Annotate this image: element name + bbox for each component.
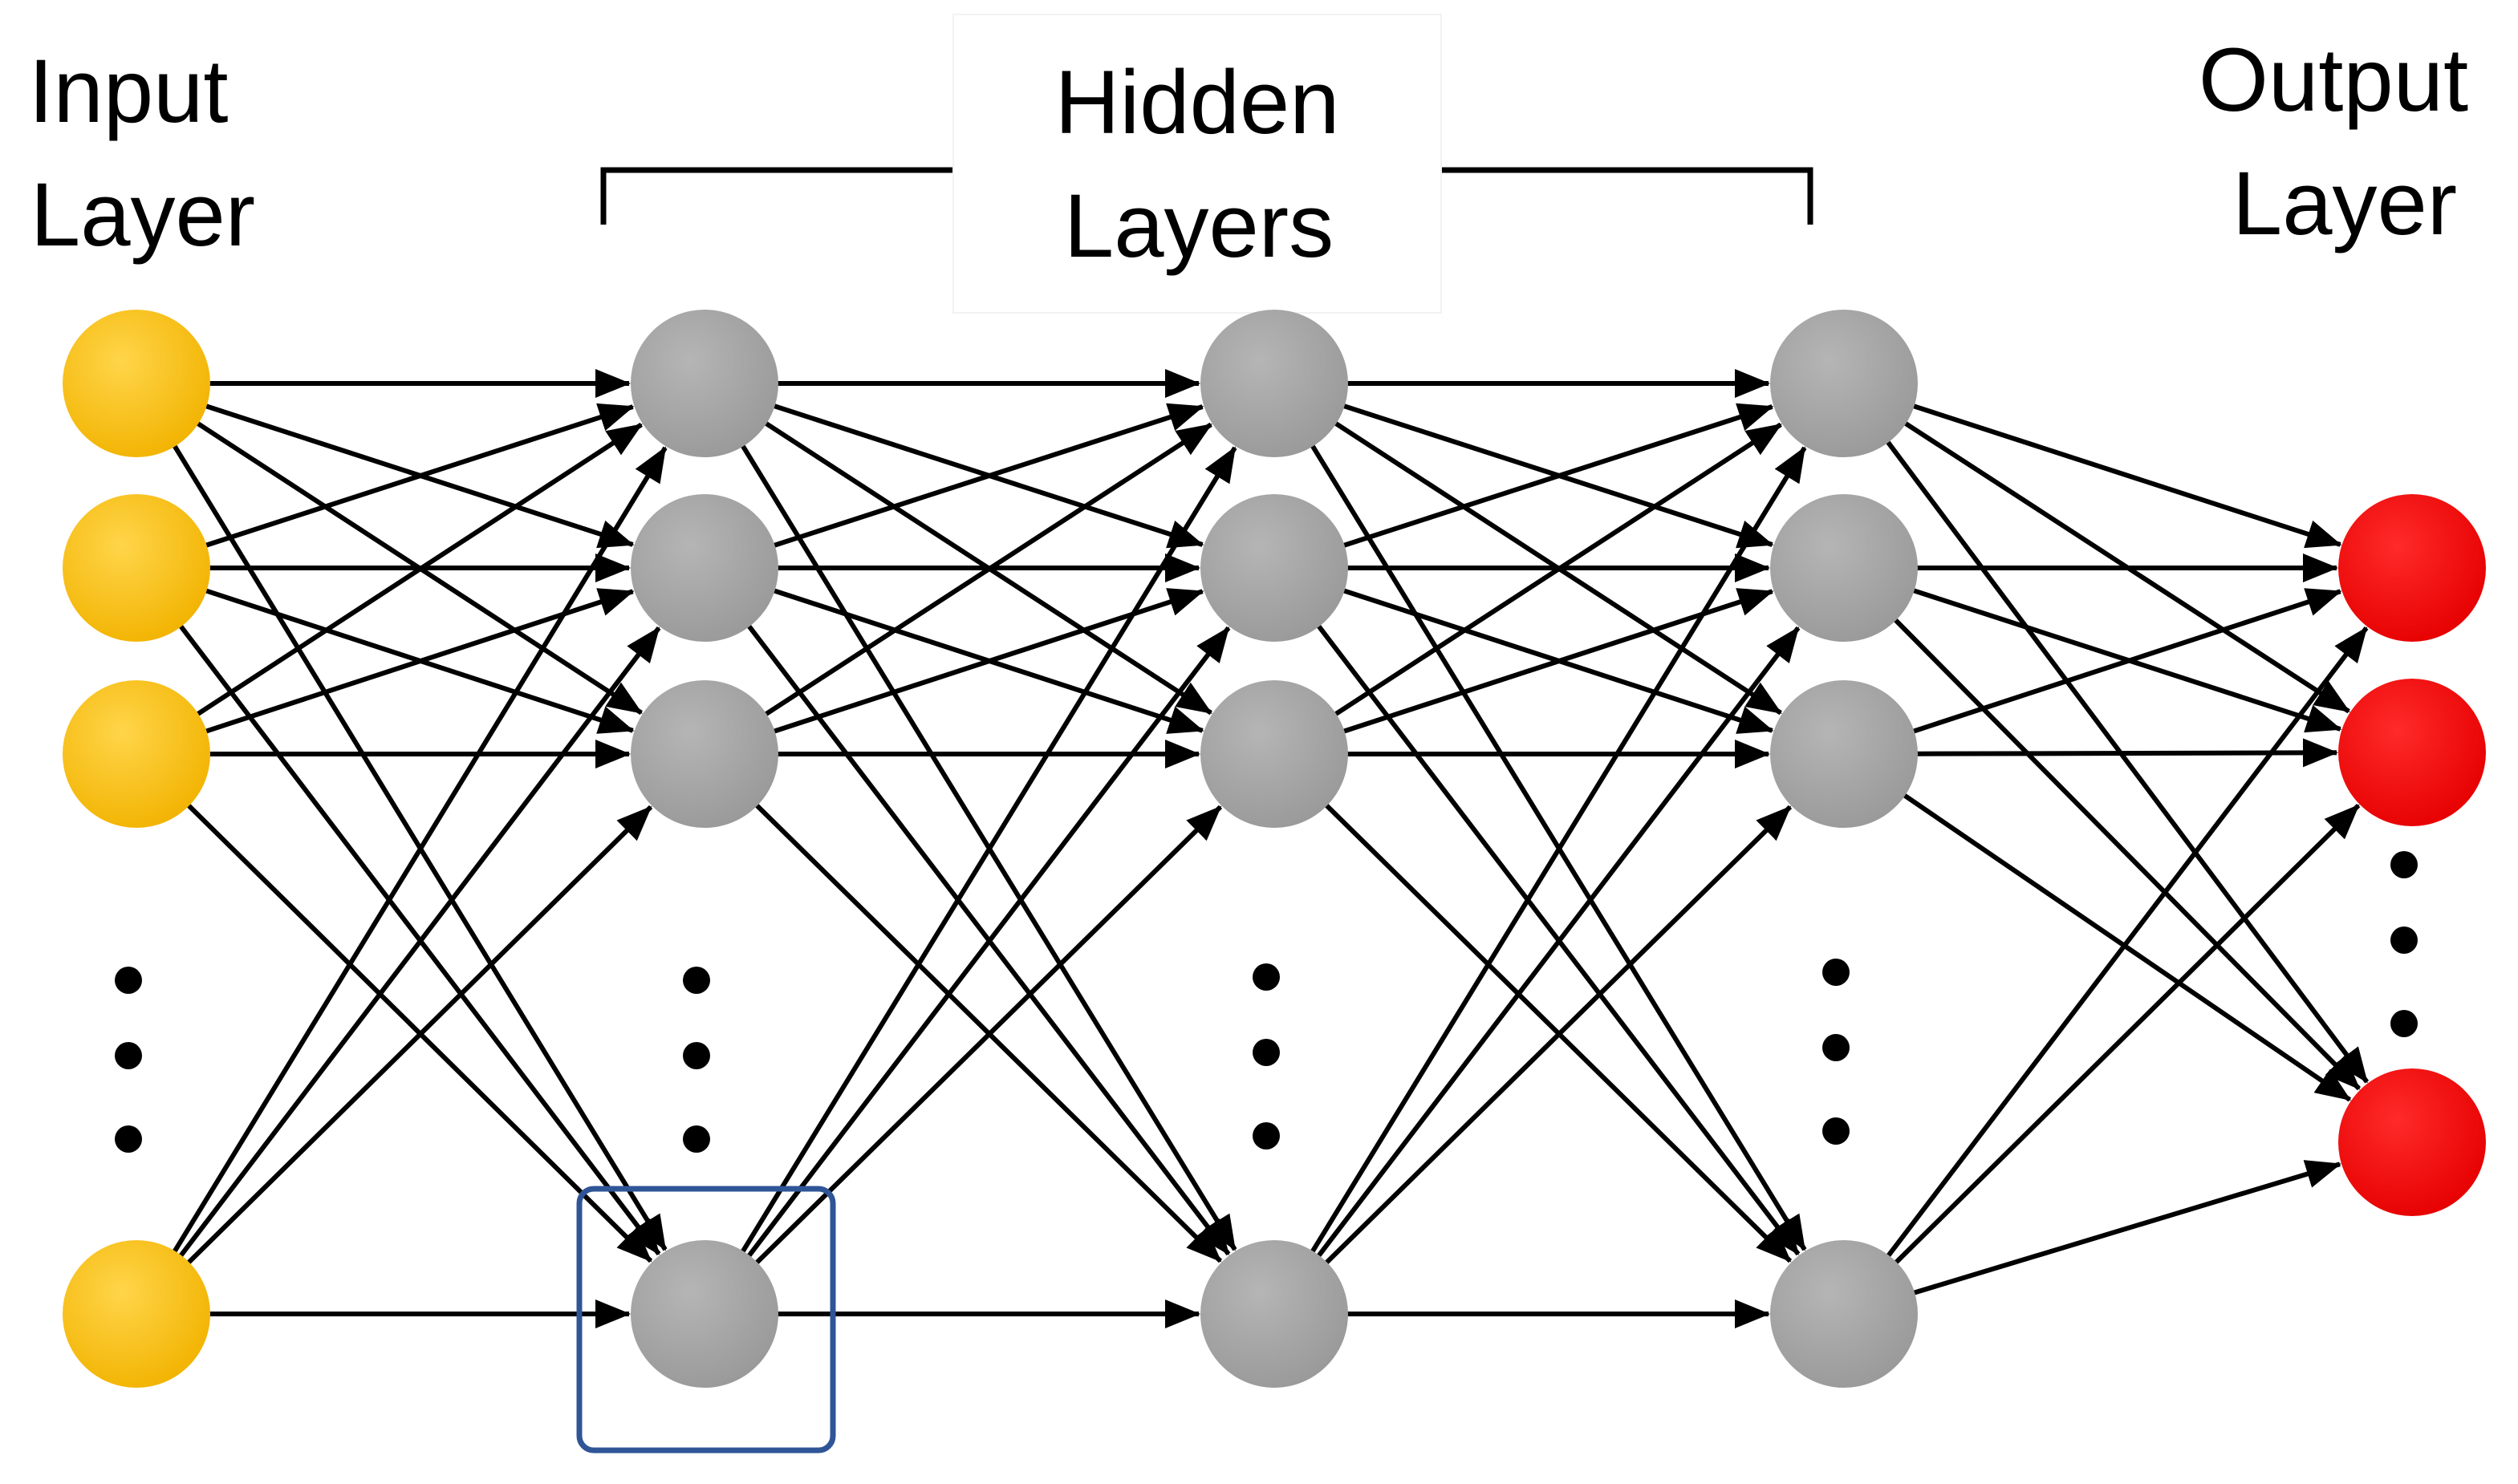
- ellipsis-dot: [2390, 926, 2418, 954]
- connection-edge: [1883, 437, 2370, 1084]
- highlight-group: [576, 1186, 836, 1454]
- hidden-node: [631, 1240, 778, 1388]
- connection-edge: [1909, 1160, 2341, 1296]
- connection-edge: [1314, 621, 1801, 1256]
- hidden-node: [631, 310, 778, 457]
- connection-edge: [1314, 626, 1801, 1261]
- output-node: [2338, 1068, 2486, 1216]
- connection-edge: [1330, 422, 1782, 719]
- output-layer-label-line1: Output: [2199, 30, 2468, 130]
- ellipsis-dot: [1822, 959, 1850, 986]
- output-layer-label-line2: Layer: [2232, 153, 2457, 253]
- hidden-layers-label-box: [952, 14, 1442, 314]
- connection-edge: [769, 403, 1204, 549]
- connection-edge: [1308, 446, 1807, 1257]
- connection-edge: [738, 440, 1237, 1251]
- connection-edge: [752, 801, 1223, 1263]
- input-node: [63, 494, 210, 642]
- hidden-node: [1770, 310, 1918, 457]
- ellipsis-dot: [683, 1042, 710, 1069]
- hidden-layers-label-line2: Layers: [1064, 176, 1334, 276]
- connection-edge: [201, 403, 635, 549]
- ellipsis-dot: [683, 1125, 710, 1153]
- connection-edge: [1891, 803, 2361, 1267]
- connection-edge: [170, 440, 668, 1251]
- connection-edge: [1912, 738, 2339, 768]
- ellipsis-dot: [1822, 1117, 1850, 1145]
- hidden-node: [631, 494, 778, 642]
- hidden-node: [1770, 680, 1918, 828]
- connection-edge: [752, 805, 1223, 1267]
- highlight-box: [576, 1186, 836, 1454]
- input-node: [63, 1240, 210, 1388]
- ellipsis-dot: [2390, 1010, 2418, 1037]
- connection-edge: [1308, 440, 1807, 1251]
- ellipsis-dot: [1253, 963, 1280, 991]
- hidden-node: [1200, 494, 1348, 642]
- connection-edge: [1908, 402, 2342, 549]
- ellipsis-dot: [1253, 1039, 1280, 1066]
- connection-edge: [744, 621, 1231, 1256]
- connections: [170, 369, 2370, 1328]
- ellipsis-dot: [115, 967, 142, 994]
- hidden-node: [1770, 494, 1918, 642]
- ellipsis-dot: [1253, 1122, 1280, 1149]
- hidden-node: [1200, 1240, 1348, 1388]
- connection-edge: [184, 805, 653, 1267]
- connection-edge: [1338, 403, 1774, 549]
- connection-edge: [1883, 626, 2369, 1261]
- ellipsis-dot: [115, 1125, 142, 1153]
- ellipsis-dot: [2390, 851, 2418, 878]
- input-node: [63, 310, 210, 457]
- connection-edge: [193, 422, 643, 719]
- connection-edge: [184, 801, 653, 1263]
- hidden-layers-label-line1: Hidden: [1055, 52, 1340, 152]
- neurons: [63, 310, 2486, 1388]
- connection-edge: [176, 621, 661, 1256]
- hidden-node: [1770, 1240, 1918, 1388]
- hidden-node: [631, 680, 778, 828]
- ellipsis-dot: [1822, 1034, 1850, 1061]
- ellipsis-dot: [683, 967, 710, 994]
- connection-edge: [1322, 805, 1793, 1267]
- input-layer-label-line1: Input: [28, 41, 228, 141]
- input-node: [63, 680, 210, 828]
- connection-edge: [761, 422, 1212, 719]
- connection-edge: [744, 626, 1231, 1261]
- ellipsis-markers: [115, 851, 2418, 1153]
- connection-edge: [738, 446, 1237, 1257]
- connection-edge: [1891, 615, 2362, 1091]
- output-node: [2338, 679, 2486, 826]
- output-node: [2338, 494, 2486, 642]
- connection-edge: [1322, 801, 1793, 1263]
- ellipsis-dot: [115, 1042, 142, 1069]
- connection-edge: [176, 626, 661, 1261]
- connection-edge: [170, 446, 668, 1257]
- connection-edge: [1908, 586, 2342, 733]
- input-layer-label-line2: Layer: [30, 164, 255, 265]
- hidden-node: [1200, 680, 1348, 828]
- connection-edge: [1908, 588, 2342, 736]
- hidden-node: [1200, 310, 1348, 457]
